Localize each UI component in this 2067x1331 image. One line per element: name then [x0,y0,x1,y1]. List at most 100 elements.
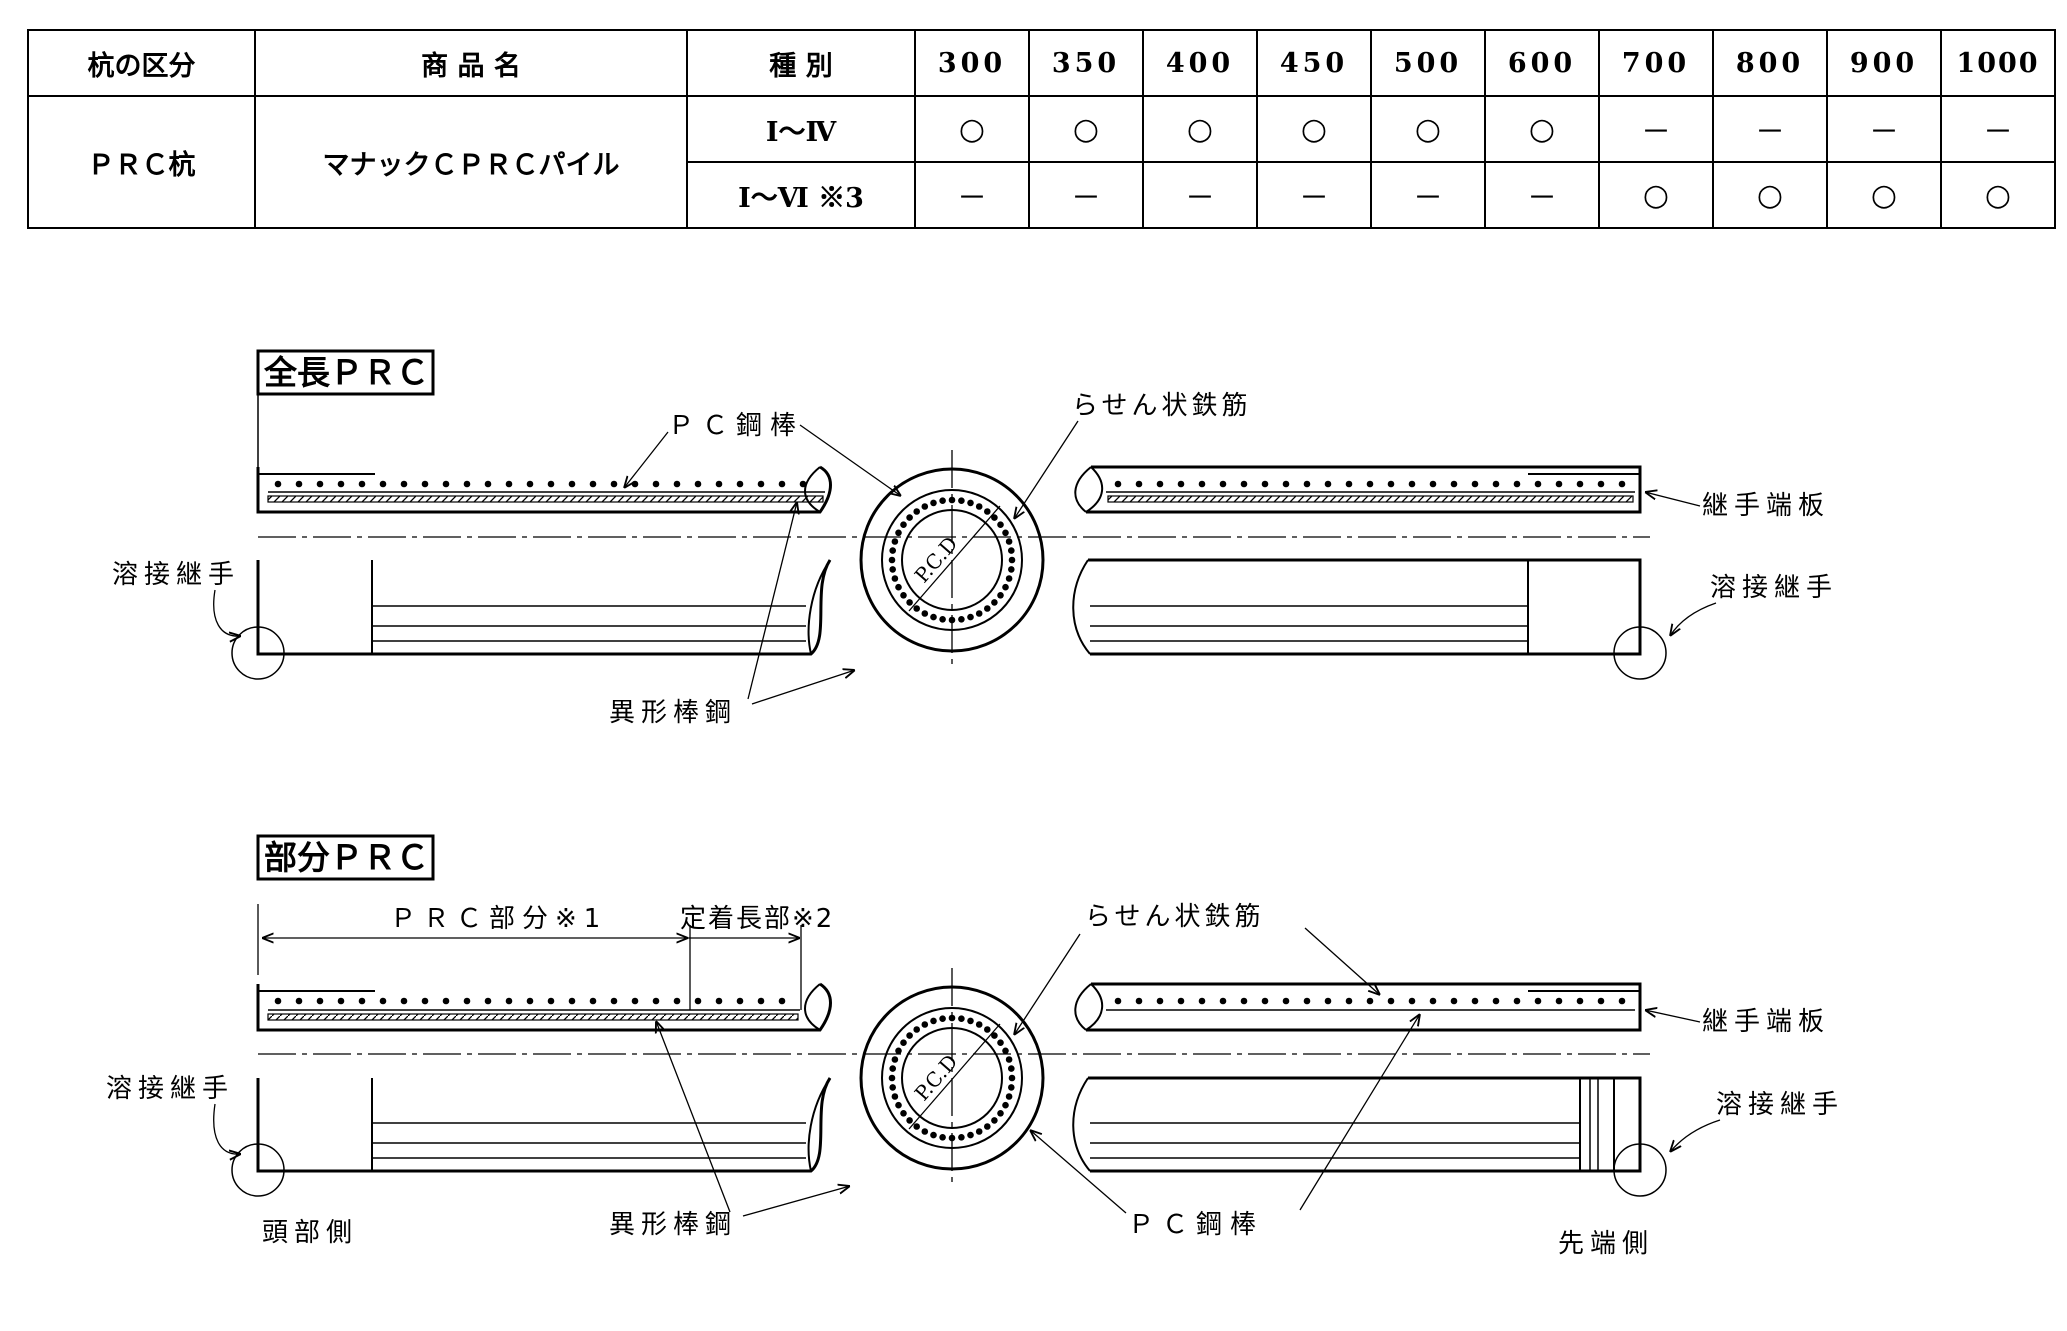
label-pc-bar: ＰＣ鋼棒 [668,411,804,441]
section-bar-dot [900,1110,907,1117]
rebar-dot [1597,997,1605,1005]
rebar-dot [1303,480,1311,488]
section-bar-dot [984,508,991,515]
section-bar-dot [921,610,929,617]
availability-cell: － [1256,161,1372,229]
rebar-dot [274,480,282,488]
rebar-dot [778,480,786,488]
rebar-dot [778,997,786,1005]
rebar-dot [589,480,597,488]
weld-circle [1613,1143,1667,1197]
table-row: ＰＲＣ杭 マナックＣＰＲＣパイル Ⅰ～Ⅳ ○ ○ ○ ○ ○ ○ － － － － [27,95,2056,229]
type-cell: Ⅰ～Ⅳ [686,95,916,163]
rebar-dot [652,997,660,1005]
header-product-name: 商 品 名 [254,29,688,97]
section-bar-dot [1008,1065,1015,1072]
rebar-dot [484,997,492,1005]
availability-cell: － [1940,95,2056,163]
section-bar-dot [997,1110,1004,1117]
rebar-dot [757,480,765,488]
rebar-dot [652,480,660,488]
section-bar-dot [913,1123,920,1130]
rebar-dot [736,480,744,488]
header-size: 450 [1256,29,1372,97]
section-bar-dot [1005,1056,1013,1063]
availability-cell: ○ [1484,95,1600,163]
section-bar-dot [958,616,965,623]
rebar-dot [1156,480,1164,488]
rebar-dot [610,480,618,488]
section-bar-dot [967,1131,974,1139]
rebar-dot [1492,997,1500,1005]
header-size: 500 [1370,29,1486,97]
rebar-dot [379,997,387,1005]
availability-cell: － [1028,161,1144,229]
section-bar-dot [939,1015,946,1022]
partial-left-pile [231,982,832,1197]
section-bar-dot [984,1026,991,1033]
availability-cell: ○ [1598,161,1714,229]
rebar-dot [1240,997,1248,1005]
section-bar-dot [889,547,896,554]
section-bar-dot [921,1128,929,1135]
rebar-dot [1261,480,1269,488]
section-bar-dot [891,575,899,582]
rebar-dot [337,480,345,488]
rebar-dot [442,480,450,488]
rebar-dot [589,997,597,1005]
rebar-dot [1366,480,1374,488]
rebar-dot [1534,480,1542,488]
rebar-dot [1282,997,1290,1005]
label-weld-left: 溶接継手 [106,1074,234,1104]
availability-cell: ○ [914,95,1030,163]
rebar-dot [1345,997,1353,1005]
label-deformed-bar: 異形棒鋼 [609,698,737,728]
rebar-dot [1219,997,1227,1005]
rebar-dot [694,480,702,488]
rebar-dot [1303,997,1311,1005]
section-bar-dot [991,599,998,606]
rebar-dot [463,997,471,1005]
weld-circle [231,626,285,680]
rebar-dot [568,997,576,1005]
section-bar-dot [930,1017,937,1025]
availability-cell: ○ [1142,95,1258,163]
section-bar-dot [1008,547,1015,554]
section-bar-dot [888,556,896,564]
rebar-dot [1534,997,1542,1005]
rebar-dot [757,997,765,1005]
section-bar-dot [921,503,929,510]
section-bar-dot [997,521,1004,528]
section-bar-dot [948,1014,956,1022]
rebar-dot [1114,480,1122,488]
rebar-dot [1177,997,1185,1005]
section-bar-dot [889,1084,896,1091]
rebar-dot [526,997,534,1005]
header-size: 350 [1028,29,1144,97]
section-bar-dot [906,1032,913,1039]
rebar-dot [568,480,576,488]
section-bar-dot [975,503,983,510]
label-deformed-bar: 異形棒鋼 [609,1210,737,1240]
section-bar-dot [921,1021,929,1028]
rebar-dot [1471,997,1479,1005]
rebar-dot [379,480,387,488]
section-bar-dot [975,1128,983,1135]
section-bar-dot [958,1134,965,1141]
header-size: 900 [1826,29,1942,97]
section-bar-dot [967,613,974,621]
rebar-dot [1177,480,1185,488]
section-bar-dot [930,613,937,621]
rebar-dot [1618,480,1626,488]
section-bar-dot [975,610,983,617]
section-bar-dot [984,1123,991,1130]
full-prc-title-box [256,349,435,396]
pile-category-cell: ＰＲＣ杭 [27,95,256,229]
section-bar-dot [991,1032,998,1039]
section-bar-dot [991,514,998,521]
header-size: 700 [1598,29,1714,97]
availability-cell: － [1142,161,1258,229]
section-bar-dot [888,1074,896,1082]
header-pile-category: 杭の区分 [27,29,256,97]
rebar-dot [610,997,618,1005]
